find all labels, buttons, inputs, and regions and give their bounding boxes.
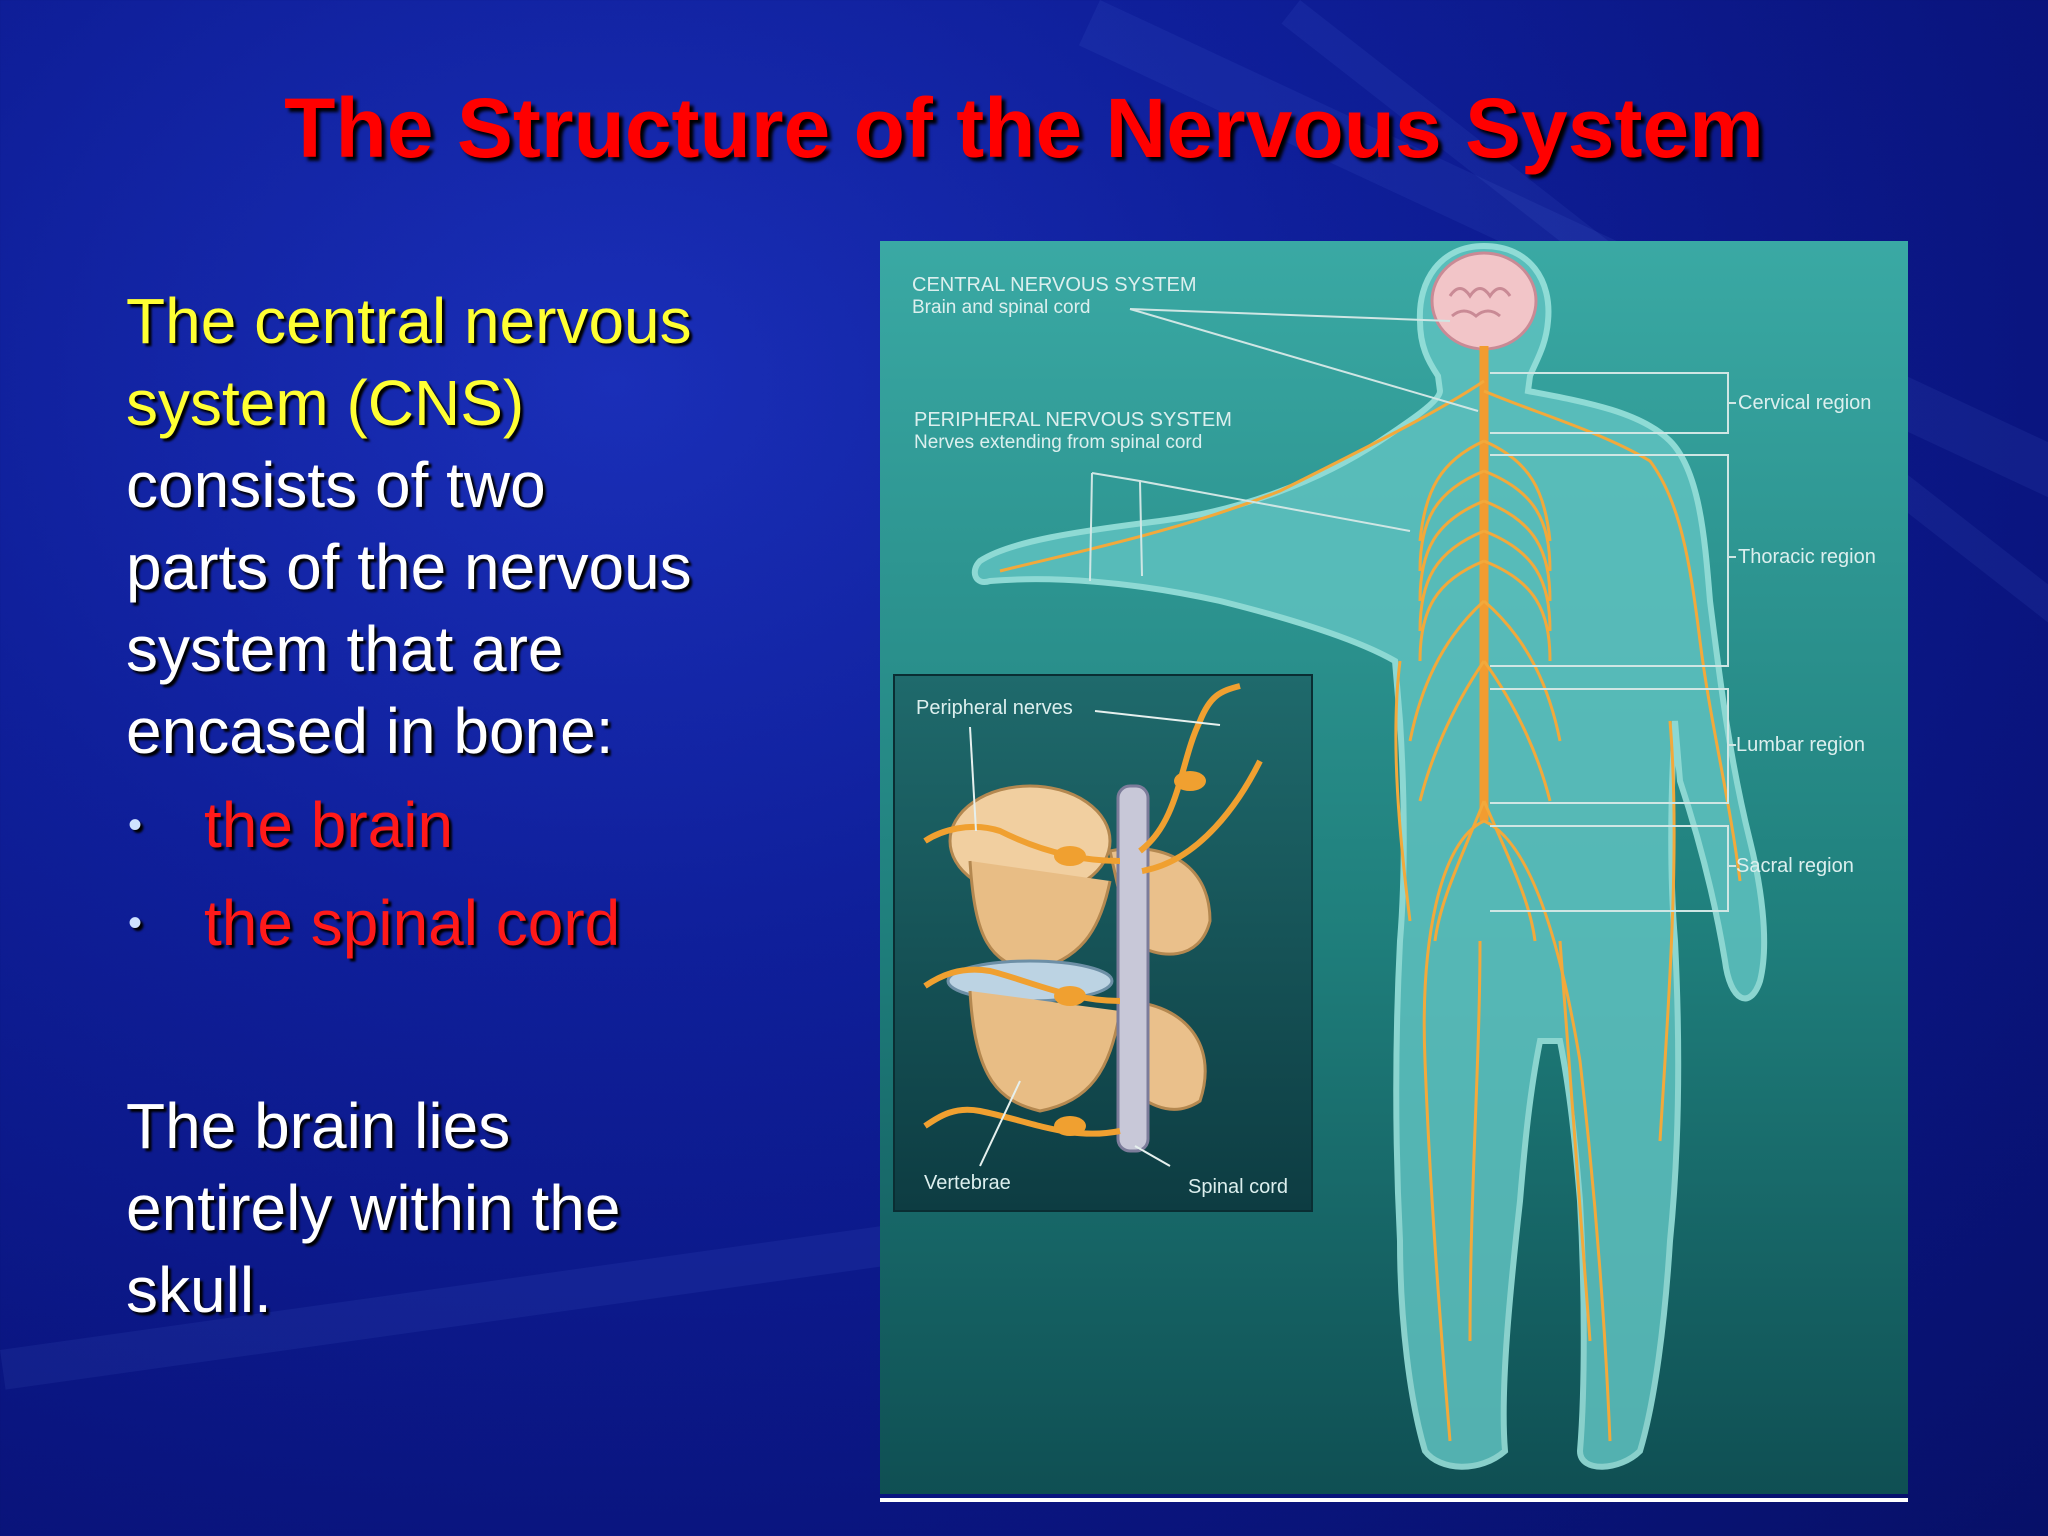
inset-label-vertebrae: Vertebrae [924,1172,1011,1194]
nervous-system-figure: CENTRAL NERVOUS SYSTEM Brain and spinal … [880,241,1908,1502]
inset-label-peripheral: Peripheral nerves [916,697,1073,719]
region-label-sacral: Sacral region [1736,855,1854,877]
region-label-lumbar: Lumbar region [1736,734,1865,756]
brain-line: The brain lies [126,1090,511,1162]
intro-line: system that are [126,613,564,685]
bullet-dot: • [128,803,143,847]
intro-highlight-line: system (CNS) [126,367,525,439]
region-label-thoracic: Thoracic region [1738,546,1876,568]
region-label-cervical: Cervical region [1738,392,1871,414]
vertebrae-illustration [946,784,1212,1153]
nervous-system-illustration: CENTRAL NERVOUS SYSTEM Brain and spinal … [880,241,1908,1494]
inset-spinal-cord [1116,784,1150,1153]
intro-highlight-line: The central nervous [126,285,692,357]
inset-label-spinal: Spinal cord [1188,1176,1288,1198]
nerve-ganglion [1054,986,1086,1006]
vertebrae-inset: Peripheral nerves Vertebrae Spinal cord [893,674,1313,1212]
nerve-ganglion [1054,1116,1086,1136]
intro-line: parts of the nervous [126,531,692,603]
bullet-text: the spinal cord [204,887,621,959]
bullet-text: the brain [204,789,454,861]
inset-pointers [969,710,1221,1167]
body-silhouette [971,242,1768,1470]
nerve-network [999,379,1742,1442]
label-pointers [1089,308,1479,582]
brain-paragraph: The brain lies entirely within the skull… [126,1085,766,1331]
brain-line: skull. [126,1254,272,1326]
brain-line: entirely within the [126,1172,621,1244]
brain-icon [1430,251,1538,351]
nerve-ganglion [1054,846,1086,866]
bullet-dot: • [128,901,143,945]
bullet-list: • the brain • the spinal cord [126,784,766,980]
bullet-item: • the brain [126,784,766,882]
nerve-ganglion [1174,771,1206,791]
cns-label-sub: Brain and spinal cord [912,297,1091,318]
pns-label-title: PERIPHERAL NERVOUS SYSTEM [914,409,1232,431]
intro-line: encased in bone: [126,695,614,767]
intro-paragraph: The central nervous system (CNS) consist… [126,280,766,980]
slide-title: The Structure of the Nervous System [284,81,1764,175]
region-brackets [1490,372,1736,912]
intro-line: consists of two [126,449,546,521]
bullet-item: • the spinal cord [126,882,766,980]
pns-label-sub: Nerves extending from spinal cord [914,432,1202,453]
cns-label-title: CENTRAL NERVOUS SYSTEM [912,274,1197,296]
